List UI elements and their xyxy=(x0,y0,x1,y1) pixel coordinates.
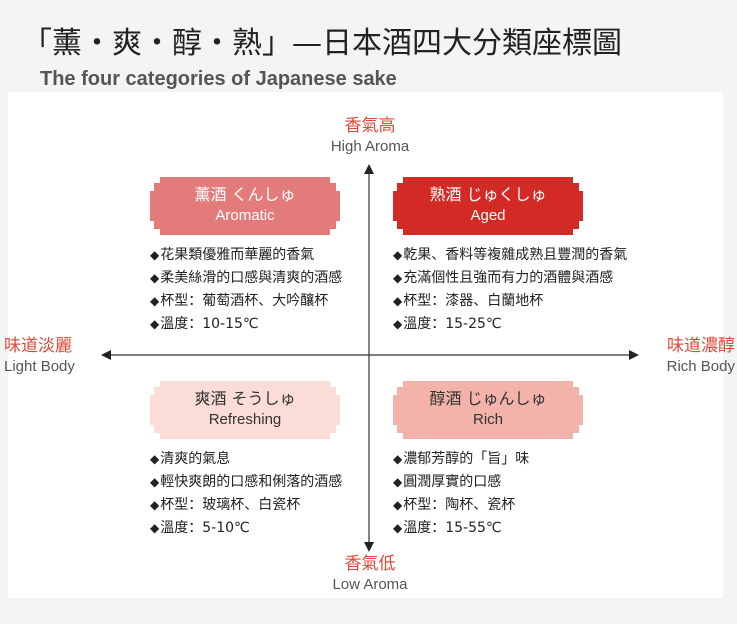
list-item: ◆溫度：15-25℃ xyxy=(393,313,627,336)
badge-refreshing: 爽酒 そうしゅ Refreshing xyxy=(150,381,340,439)
list-item-text: 乾果、香料等複雜成熟且豐潤的香氣 xyxy=(403,247,628,263)
page-subtitle: The four categories of Japanese sake xyxy=(40,68,397,90)
diamond-icon: ◆ xyxy=(150,271,160,285)
list-item-text: 清爽的氣息 xyxy=(160,451,231,467)
badge-aged-zh: 熟酒 じゅくしゅ xyxy=(429,185,547,204)
list-item: ◆溫度：10-15℃ xyxy=(150,313,342,336)
axis-top-zh: 香氣高 xyxy=(344,116,396,136)
axis-label-high-aroma: 香氣高 High Aroma xyxy=(300,115,440,157)
diamond-icon: ◆ xyxy=(150,317,160,331)
list-item-text: 杯型：葡萄酒杯、大吟釀杯 xyxy=(160,293,329,309)
axis-bottom-en: Low Aroma xyxy=(332,576,408,593)
badge-shape-aromatic xyxy=(150,177,340,235)
axis-label-rich-body: 味道濃醇 Rich Body xyxy=(630,335,735,377)
list-item: ◆杯型：陶杯、瓷杯 xyxy=(393,494,529,517)
list-item-text: 溫度：10-15℃ xyxy=(160,316,259,332)
list-item: ◆杯型：葡萄酒杯、大吟釀杯 xyxy=(150,290,342,313)
diamond-icon: ◆ xyxy=(393,317,403,331)
list-aromatic: ◆花果類優雅而華麗的香氣 ◆柔美絲滑的口感與清爽的酒感 ◆杯型：葡萄酒杯、大吟釀… xyxy=(150,244,342,336)
list-item: ◆溫度：15-55℃ xyxy=(393,517,529,540)
diamond-icon: ◆ xyxy=(393,248,403,262)
list-item: ◆杯型：漆器、白蘭地杯 xyxy=(393,290,627,313)
arrow-up xyxy=(364,164,374,174)
diamond-icon: ◆ xyxy=(393,452,403,466)
badge-shape-aged xyxy=(393,177,583,235)
axis-top-en: High Aroma xyxy=(330,138,410,155)
axis-label-light-body: 味道淡麗 Light Body xyxy=(4,335,114,377)
badge-aged: 熟酒 じゅくしゅ Aged xyxy=(393,177,583,235)
arrow-down xyxy=(364,542,374,552)
list-item: ◆濃郁芳醇的「旨」味 xyxy=(393,448,529,471)
list-item: ◆溫度：5-10℃ xyxy=(150,517,342,540)
axis-left-zh: 味道淡麗 xyxy=(4,336,72,356)
list-item-text: 溫度：5-10℃ xyxy=(160,520,250,536)
list-item-text: 杯型：漆器、白蘭地杯 xyxy=(403,293,544,309)
list-item-text: 杯型：玻璃杯、白瓷杯 xyxy=(160,497,301,513)
list-item-text: 杯型：陶杯、瓷杯 xyxy=(403,497,516,513)
badge-aromatic: 薰酒 くんしゅ Aromatic xyxy=(150,177,340,235)
list-item: ◆圓潤厚實的口感 xyxy=(393,471,529,494)
badge-refreshing-en: Refreshing xyxy=(208,411,282,428)
axis-right-zh: 味道濃醇 xyxy=(667,336,735,356)
badge-rich-zh: 醇酒 じゅんしゅ xyxy=(429,389,547,408)
list-item-text: 充滿個性且強而有力的酒體與酒感 xyxy=(403,270,614,286)
list-item-text: 柔美絲滑的口感與清爽的酒感 xyxy=(160,270,343,286)
list-item: ◆花果類優雅而華麗的香氣 xyxy=(150,244,342,267)
list-aged: ◆乾果、香料等複雜成熟且豐潤的香氣 ◆充滿個性且強而有力的酒體與酒感 ◆杯型：漆… xyxy=(393,244,627,336)
diamond-icon: ◆ xyxy=(393,498,403,512)
badge-rich-en: Rich xyxy=(472,411,503,428)
list-item-text: 圓潤厚實的口感 xyxy=(403,474,502,490)
axis-right-en: Rich Body xyxy=(666,358,735,375)
diamond-icon: ◆ xyxy=(150,294,160,308)
badge-refreshing-zh: 爽酒 そうしゅ xyxy=(194,389,296,408)
list-item-text: 濃郁芳醇的「旨」味 xyxy=(403,451,530,467)
list-item: ◆清爽的氣息 xyxy=(150,448,342,471)
badge-aged-en: Aged xyxy=(470,207,506,224)
list-item: ◆柔美絲滑的口感與清爽的酒感 xyxy=(150,267,342,290)
list-item-text: 溫度：15-55℃ xyxy=(403,520,502,536)
badge-shape-refreshing xyxy=(150,381,340,439)
diamond-icon: ◆ xyxy=(393,475,403,489)
diamond-icon: ◆ xyxy=(150,521,160,535)
diamond-icon: ◆ xyxy=(150,498,160,512)
badge-aromatic-zh: 薰酒 くんしゅ xyxy=(194,185,296,204)
list-item: ◆杯型：玻璃杯、白瓷杯 xyxy=(150,494,342,517)
list-item: ◆輕快爽朗的口感和俐落的酒感 xyxy=(150,471,342,494)
diamond-icon: ◆ xyxy=(393,294,403,308)
badge-shape-rich xyxy=(393,381,583,439)
list-rich: ◆濃郁芳醇的「旨」味 ◆圓潤厚實的口感 ◆杯型：陶杯、瓷杯 ◆溫度：15-55℃ xyxy=(393,448,529,540)
list-item-text: 溫度：15-25℃ xyxy=(403,316,502,332)
badge-aromatic-en: Aromatic xyxy=(215,207,275,224)
list-item: ◆充滿個性且強而有力的酒體與酒感 xyxy=(393,267,627,290)
badge-rich: 醇酒 じゅんしゅ Rich xyxy=(393,381,583,439)
list-item-text: 輕快爽朗的口感和俐落的酒感 xyxy=(160,474,343,490)
diamond-icon: ◆ xyxy=(393,521,403,535)
arrow-left xyxy=(101,350,111,360)
list-item-text: 花果類優雅而華麗的香氣 xyxy=(160,247,315,263)
diamond-icon: ◆ xyxy=(393,271,403,285)
list-refreshing: ◆清爽的氣息 ◆輕快爽朗的口感和俐落的酒感 ◆杯型：玻璃杯、白瓷杯 ◆溫度：5-… xyxy=(150,448,342,540)
diagram-card xyxy=(8,92,723,598)
axis-label-low-aroma: 香氣低 Low Aroma xyxy=(300,553,440,595)
diamond-icon: ◆ xyxy=(150,452,160,466)
diamond-icon: ◆ xyxy=(150,475,160,489)
diamond-icon: ◆ xyxy=(150,248,160,262)
arrow-right xyxy=(629,350,639,360)
axis-bottom-zh: 香氣低 xyxy=(344,554,396,574)
list-item: ◆乾果、香料等複雜成熟且豐潤的香氣 xyxy=(393,244,627,267)
axis-left-en: Light Body xyxy=(4,358,75,375)
page-title: 「薰・爽・醇・熟」—日本酒四大分類座標圖 xyxy=(22,26,622,61)
